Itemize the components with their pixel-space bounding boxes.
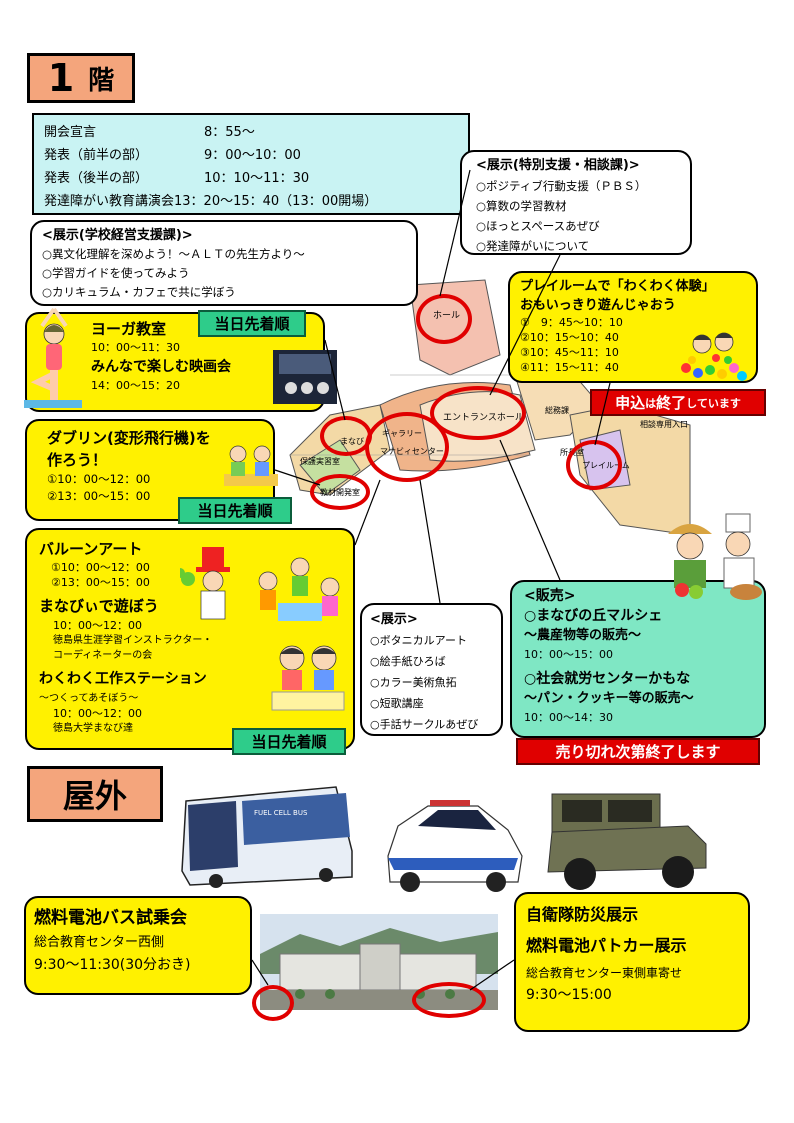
manabi-org-1: 徳島県生涯学習インストラクター・	[53, 635, 213, 646]
tokushu-item: ○ポジティブ行動支援（ＰＢＳ）	[476, 179, 647, 193]
tokushu-item: ○ほっとスペースあぜび	[476, 219, 600, 233]
map-highlight-play	[566, 440, 622, 490]
playroom-time: ① 9：45～10：10	[520, 316, 623, 329]
bus-time: 9:30～11:30(30分おき)	[34, 957, 191, 973]
balloon-time: ①10：00～12：00	[51, 561, 150, 574]
balloon-bubble: バルーンアート ①10：00～12：00 ②13：00～15：00 まなびぃで遊…	[25, 528, 355, 750]
craft-title: わくわく工作ステーション	[39, 671, 207, 687]
map-label-consult: 相談専用入口	[640, 420, 688, 429]
balloon-time: ②13：00～15：00	[51, 576, 150, 589]
manabi-org-2: コーディネーターの会	[53, 650, 153, 661]
jieitai-line-1: 自衛隊防災展示	[526, 905, 639, 924]
tenji-item: ○ボタニカルアート	[370, 634, 467, 647]
map-highlight-hall	[416, 294, 472, 344]
movie-title: みんなで楽しむ映画会	[91, 359, 231, 375]
dublin-time: ①10：00～12：00	[47, 472, 151, 486]
tokushu-bubble: <展示(特別支援・相談課)> ○ポジティブ行動支援（ＰＢＳ） ○算数の学習教材 …	[460, 150, 692, 255]
playroom-time: ②10：15～10：40	[520, 331, 619, 344]
yoga-badge: 当日先着順	[198, 310, 306, 337]
yoga-illustration	[24, 307, 82, 408]
map-label-office: 総務課	[545, 406, 569, 415]
schedule-row-3: 発達障がい教育講演会13：20～15：40（13：00開場）	[44, 194, 378, 209]
gakko-item: ○異文化理解を深めよう！～ＡＬＴの先生方より～	[42, 247, 305, 261]
bus-place: 総合教育センター西側	[34, 935, 165, 950]
tokushu-item: ○発達障がいについて	[476, 239, 590, 253]
jieitai-bubble: 自衛隊防災展示 燃料電池パトカー展示 総合教育センター東側車寄せ 9:30～15…	[514, 892, 750, 1032]
hanbai-item1-time: 10：00～15：00	[524, 648, 613, 661]
hanbai-item1-title: ○まなびの丘マルシェ	[524, 608, 663, 624]
manabi-title: まなびぃで遊ぼう	[39, 597, 159, 615]
jieitai-line-2: 燃料電池パトカー展示	[526, 936, 687, 955]
schedule-row-1: 発表（前半の部）9：00～10：00	[44, 148, 301, 163]
police-car-image	[387, 800, 523, 892]
bus-sign-text: FUEL CELL BUS	[254, 809, 308, 817]
craft-subtitle: ～つくってあそぼう～	[39, 693, 139, 704]
gakko-item: ○カリキュラム・カフェで共に学ぼう	[42, 285, 236, 299]
playroom-title-1: プレイルームで「わくわく体験」	[520, 279, 715, 294]
gakko-bubble: <展示(学校経営支援課)> ○異文化理解を深めよう！～ＡＬＴの先生方より～ ○学…	[30, 220, 418, 306]
dublin-title-2: 作ろう！	[47, 451, 108, 469]
map-highlight-manabi	[320, 416, 372, 456]
jieitai-place: 総合教育センター東側車寄せ	[526, 966, 683, 980]
hanbai-badge: 売り切れ次第終了します	[516, 738, 760, 765]
balloon-title: バルーンアート	[39, 540, 143, 558]
hanbai-item2-time: 10：00～14：30	[524, 711, 613, 724]
bus-location-highlight	[252, 985, 294, 1021]
playroom-time: ③10：45～11：10	[520, 346, 619, 359]
map-highlight-room	[310, 474, 370, 510]
playroom-closed-badge: 申込は終了しています	[590, 389, 766, 416]
craft-kids-illustration	[271, 645, 345, 711]
jieitai-time: 9:30～15:00	[526, 987, 612, 1003]
tokushu-title: <展示(特別支援・相談課)>	[476, 158, 640, 173]
tenji-title: <展示>	[370, 612, 418, 627]
floor-label: 階	[88, 65, 115, 96]
floor-1-title: 1 階	[27, 53, 135, 103]
dublin-title-1: ダブリン(変形飛行機)を	[47, 429, 211, 447]
dublin-time: ②13：00～15：00	[47, 489, 151, 503]
farmer-baker-illustration	[668, 513, 762, 600]
movie-illustration	[273, 350, 337, 404]
yoga-bubble: ヨーガ教室 10：00～11：30 みんなで楽しむ映画会 14：00～15：20	[25, 312, 325, 412]
tenji-item: ○短歌講座	[370, 697, 424, 710]
balloon-magician-illustration	[180, 547, 340, 621]
gakko-title: <展示(学校経営支援課)>	[42, 228, 193, 243]
map-label-room1: 保護実習室	[300, 457, 340, 466]
floor-number: 1	[47, 56, 75, 100]
tenji-item: ○絵手紙ひろば	[370, 655, 446, 668]
military-truck-image	[547, 793, 707, 890]
kids-craft-illustration	[224, 445, 278, 486]
playroom-bubble: プレイルームで「わくわく体験」 おもいっきり遊んじゃおう ① 9：45～10：1…	[508, 271, 758, 383]
patrol-location-highlight	[412, 982, 486, 1018]
hanbai-item2-title: ○社会就労センターかもな	[524, 671, 691, 687]
ballpit-illustration	[681, 332, 747, 381]
craft-time: 10：00～12：00	[53, 707, 142, 720]
playroom-time: ④11：15～11：40	[520, 361, 619, 374]
movie-time: 14：00～15：20	[91, 379, 180, 392]
yoga-title: ヨーガ教室	[91, 320, 167, 338]
hanbai-item1-sub: ～農産物等の販売～	[524, 628, 642, 643]
hanbai-title: <販売>	[524, 588, 576, 604]
hanbai-bubble: <販売> ○まなびの丘マルシェ ～農産物等の販売～ 10：00～15：00 ○社…	[510, 580, 766, 738]
dublin-badge: 当日先着順	[178, 497, 292, 524]
hanbai-item2-sub: ～パン・クッキー等の販売～	[524, 691, 694, 706]
fuel-cell-bus-image: FUEL CELL BUS	[181, 786, 353, 888]
map-highlight-entrance	[430, 386, 526, 440]
tenji-item: ○手話サークルあぜび	[370, 718, 479, 731]
tokushu-item: ○算数の学習教材	[476, 199, 567, 213]
craft-org: 徳島大学まなび達	[53, 723, 133, 734]
manabi-time: 10：00～12：00	[53, 619, 142, 632]
outdoor-title: 屋外	[27, 766, 163, 822]
gakko-item: ○学習ガイドを使ってみよう	[42, 266, 190, 280]
yoga-time: 10：00～11：30	[91, 341, 180, 354]
balloon-badge: 当日先着順	[232, 728, 346, 755]
playroom-title-2: おもいっきり遊んじゃおう	[520, 298, 676, 313]
bus-title: 燃料電池バス試乗会	[34, 908, 187, 928]
tenji-bubble: <展示> ○ボタニカルアート ○絵手紙ひろば ○カラー美術魚拓 ○短歌講座 ○手…	[360, 603, 503, 736]
bus-bubble: 燃料電池バス試乗会 総合教育センター西側 9:30～11:30(30分おき)	[24, 896, 252, 995]
schedule-row-2: 発表（後半の部）10：10～11：30	[44, 171, 310, 186]
tenji-item: ○カラー美術魚拓	[370, 676, 457, 689]
